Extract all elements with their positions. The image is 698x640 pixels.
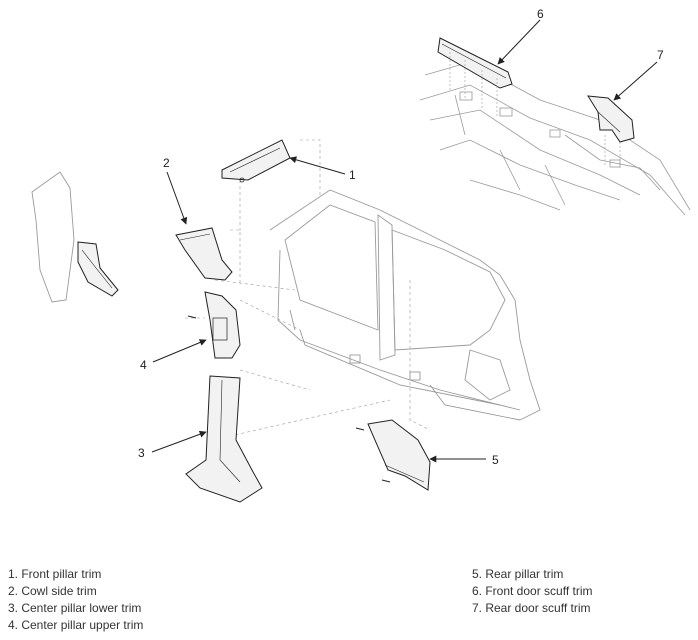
rear-pillar-trim [355,419,431,491]
legend-left: 1. Front pillar trim 2. Cowl side trim 3… [8,566,143,634]
leader-arrow-3 [151,430,207,453]
leader-arrow-6 [497,19,541,65]
legend-item-center-pillar-lower-trim: 3. Center pillar lower trim [8,601,142,615]
callout-2: 2 [163,156,170,170]
rear-door-scuff-trim [587,95,635,170]
front-door-scuff-trim [437,37,513,116]
body-side-frame [269,189,541,421]
floor-panel-outline [419,61,691,216]
callout-7: 7 [657,48,664,62]
leader-arrows [151,19,658,463]
front-pillar-assembly-guides [185,139,431,441]
legend-right: 5. Rear pillar trim 6. Front door scuff … [472,566,593,617]
legend-item-front-pillar-trim: 1. Front pillar trim [8,567,102,581]
cowl-side-trim [175,227,233,281]
pillar-detail-view [31,171,119,303]
callout-6: 6 [537,7,544,21]
center-pillar-upper-trim [187,291,241,359]
legend-item-cowl-side-trim: 2. Cowl side trim [8,584,97,598]
center-pillar-lower-trim [185,375,263,503]
leader-arrow-1 [289,156,346,175]
callout-1: 1 [349,168,356,182]
leader-arrow-7 [613,61,658,101]
legend-item-rear-pillar-trim: 5. Rear pillar trim [472,567,564,581]
legend-item-front-door-scuff-trim: 6. Front door scuff trim [472,584,593,598]
callout-3: 3 [138,446,145,460]
exploded-parts-diagram: 1 2 3 4 5 6 7 [31,7,691,503]
callout-4: 4 [140,358,147,372]
leader-arrow-2 [166,171,188,225]
leader-arrow-4 [152,339,207,363]
legend-item-rear-door-scuff-trim: 7. Rear door scuff trim [472,601,591,615]
front-pillar-trim [221,139,291,183]
callout-5: 5 [492,453,499,467]
legend-item-center-pillar-upper-trim: 4. Center pillar upper trim [8,618,144,632]
